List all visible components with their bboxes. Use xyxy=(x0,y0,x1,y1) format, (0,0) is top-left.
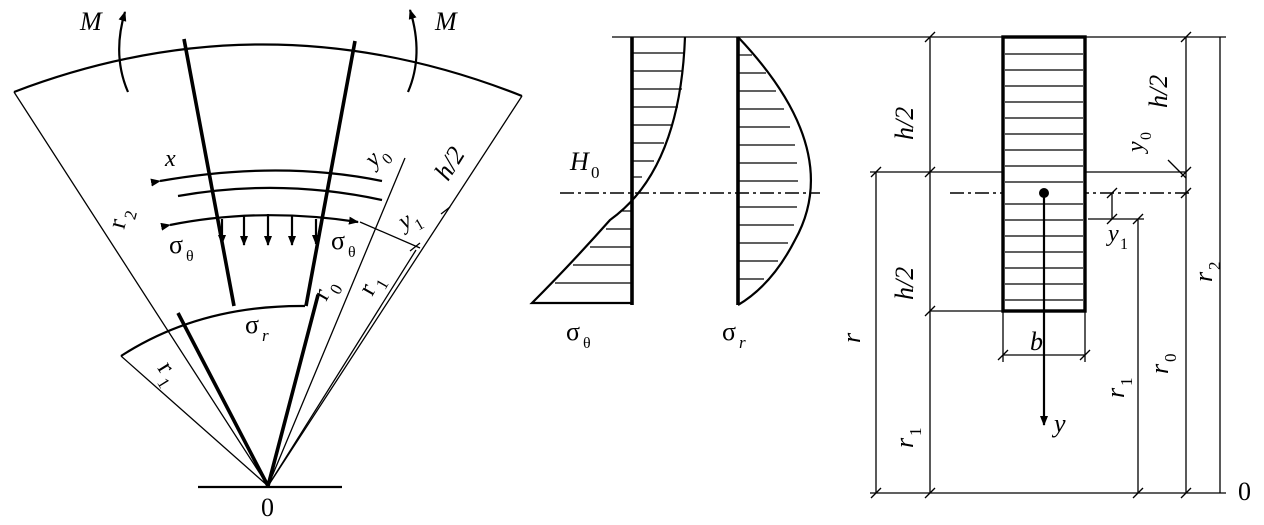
label-sigma-theta-left-sub: θ xyxy=(186,248,194,265)
sigma-r-diagram xyxy=(736,36,813,306)
label-r2: r xyxy=(1189,271,1218,282)
label-diagram-sigma-theta: σ xyxy=(566,317,580,346)
label-H0: H xyxy=(569,147,590,176)
moment-arrow-left xyxy=(118,11,130,93)
label-y-axis: y xyxy=(1051,409,1066,438)
sector-diagram: M M x r 2 r 1 r 0 r 1 y 0 y 1 h/2 σ xyxy=(13,7,523,522)
radial-line-r1 xyxy=(120,355,269,487)
radial-line-right xyxy=(267,95,523,487)
label-sigma-theta-left: σ xyxy=(169,230,183,259)
label-h2-sector: h/2 xyxy=(428,142,470,186)
arc-y0 xyxy=(177,186,383,202)
tick-h2 xyxy=(440,206,451,215)
arc-sigma-theta xyxy=(160,214,359,231)
label-r2-sector-sub: 2 xyxy=(120,208,141,221)
label-sigma-theta-right-sub: θ xyxy=(348,244,356,261)
label-r1-right: r xyxy=(1101,387,1130,398)
label-origin-left: 0 xyxy=(261,493,274,522)
label-r: r xyxy=(837,332,866,343)
label-r1-left: r xyxy=(890,437,919,448)
label-sigma-theta-right: σ xyxy=(331,226,345,255)
label-diagram-sigma-r-sub: r xyxy=(739,333,746,352)
label-y1-sub: 1 xyxy=(1120,236,1128,253)
label-b: b xyxy=(1030,327,1043,356)
label-h2-top: h/2 xyxy=(890,107,919,140)
label-r2-sub: 2 xyxy=(1205,262,1224,271)
arc-x-axis xyxy=(150,169,383,187)
label-y0-sub: 0 xyxy=(1138,132,1155,140)
ray-r1 xyxy=(267,249,417,487)
label-r1-right-sub: 1 xyxy=(1117,378,1136,387)
label-diagram-sigma-r: σ xyxy=(722,317,736,346)
label-r1-left-sub: 1 xyxy=(906,428,925,437)
sigma-r-arrows xyxy=(218,214,320,246)
label-M-right: M xyxy=(434,7,458,36)
moment-arrow-right xyxy=(406,9,418,93)
label-sigma-r-sector: σ xyxy=(245,310,259,339)
element-edge-left xyxy=(182,38,236,307)
label-sigma-r-sector-sub: r xyxy=(262,326,269,345)
label-H0-sub: 0 xyxy=(591,163,600,182)
ray-r0 xyxy=(267,157,406,487)
label-x: x xyxy=(164,146,176,172)
cross-section: h/2 h/2 r r 1 y 0 h/2 y 1 r 2 r 0 r xyxy=(837,31,1251,506)
arc-extension xyxy=(359,221,421,249)
sigma-theta-diagram xyxy=(529,36,687,305)
arc-outer-r2 xyxy=(13,43,523,98)
arc-inner-r1 xyxy=(120,304,306,357)
label-h2-right: h/2 xyxy=(1144,75,1173,108)
label-h2-bottom: h/2 xyxy=(890,267,919,300)
radial-line-left xyxy=(13,91,269,487)
label-diagram-sigma-theta-sub: θ xyxy=(583,335,591,352)
tick-y1 xyxy=(409,242,421,252)
label-r0: r xyxy=(1145,363,1174,374)
label-y0: y xyxy=(1123,141,1149,154)
ray-thick-right xyxy=(266,294,320,487)
section-rectangle xyxy=(1001,35,1087,313)
label-y1: y xyxy=(1106,221,1119,247)
stress-diagrams: H 0 σ θ σ r xyxy=(529,36,1186,352)
label-y1-sector-sub: 1 xyxy=(412,216,427,235)
label-r0-sub: 0 xyxy=(1161,354,1180,363)
ray-thick-left xyxy=(176,312,270,487)
label-origin-right: 0 xyxy=(1238,477,1251,506)
label-M-left: M xyxy=(79,7,103,36)
